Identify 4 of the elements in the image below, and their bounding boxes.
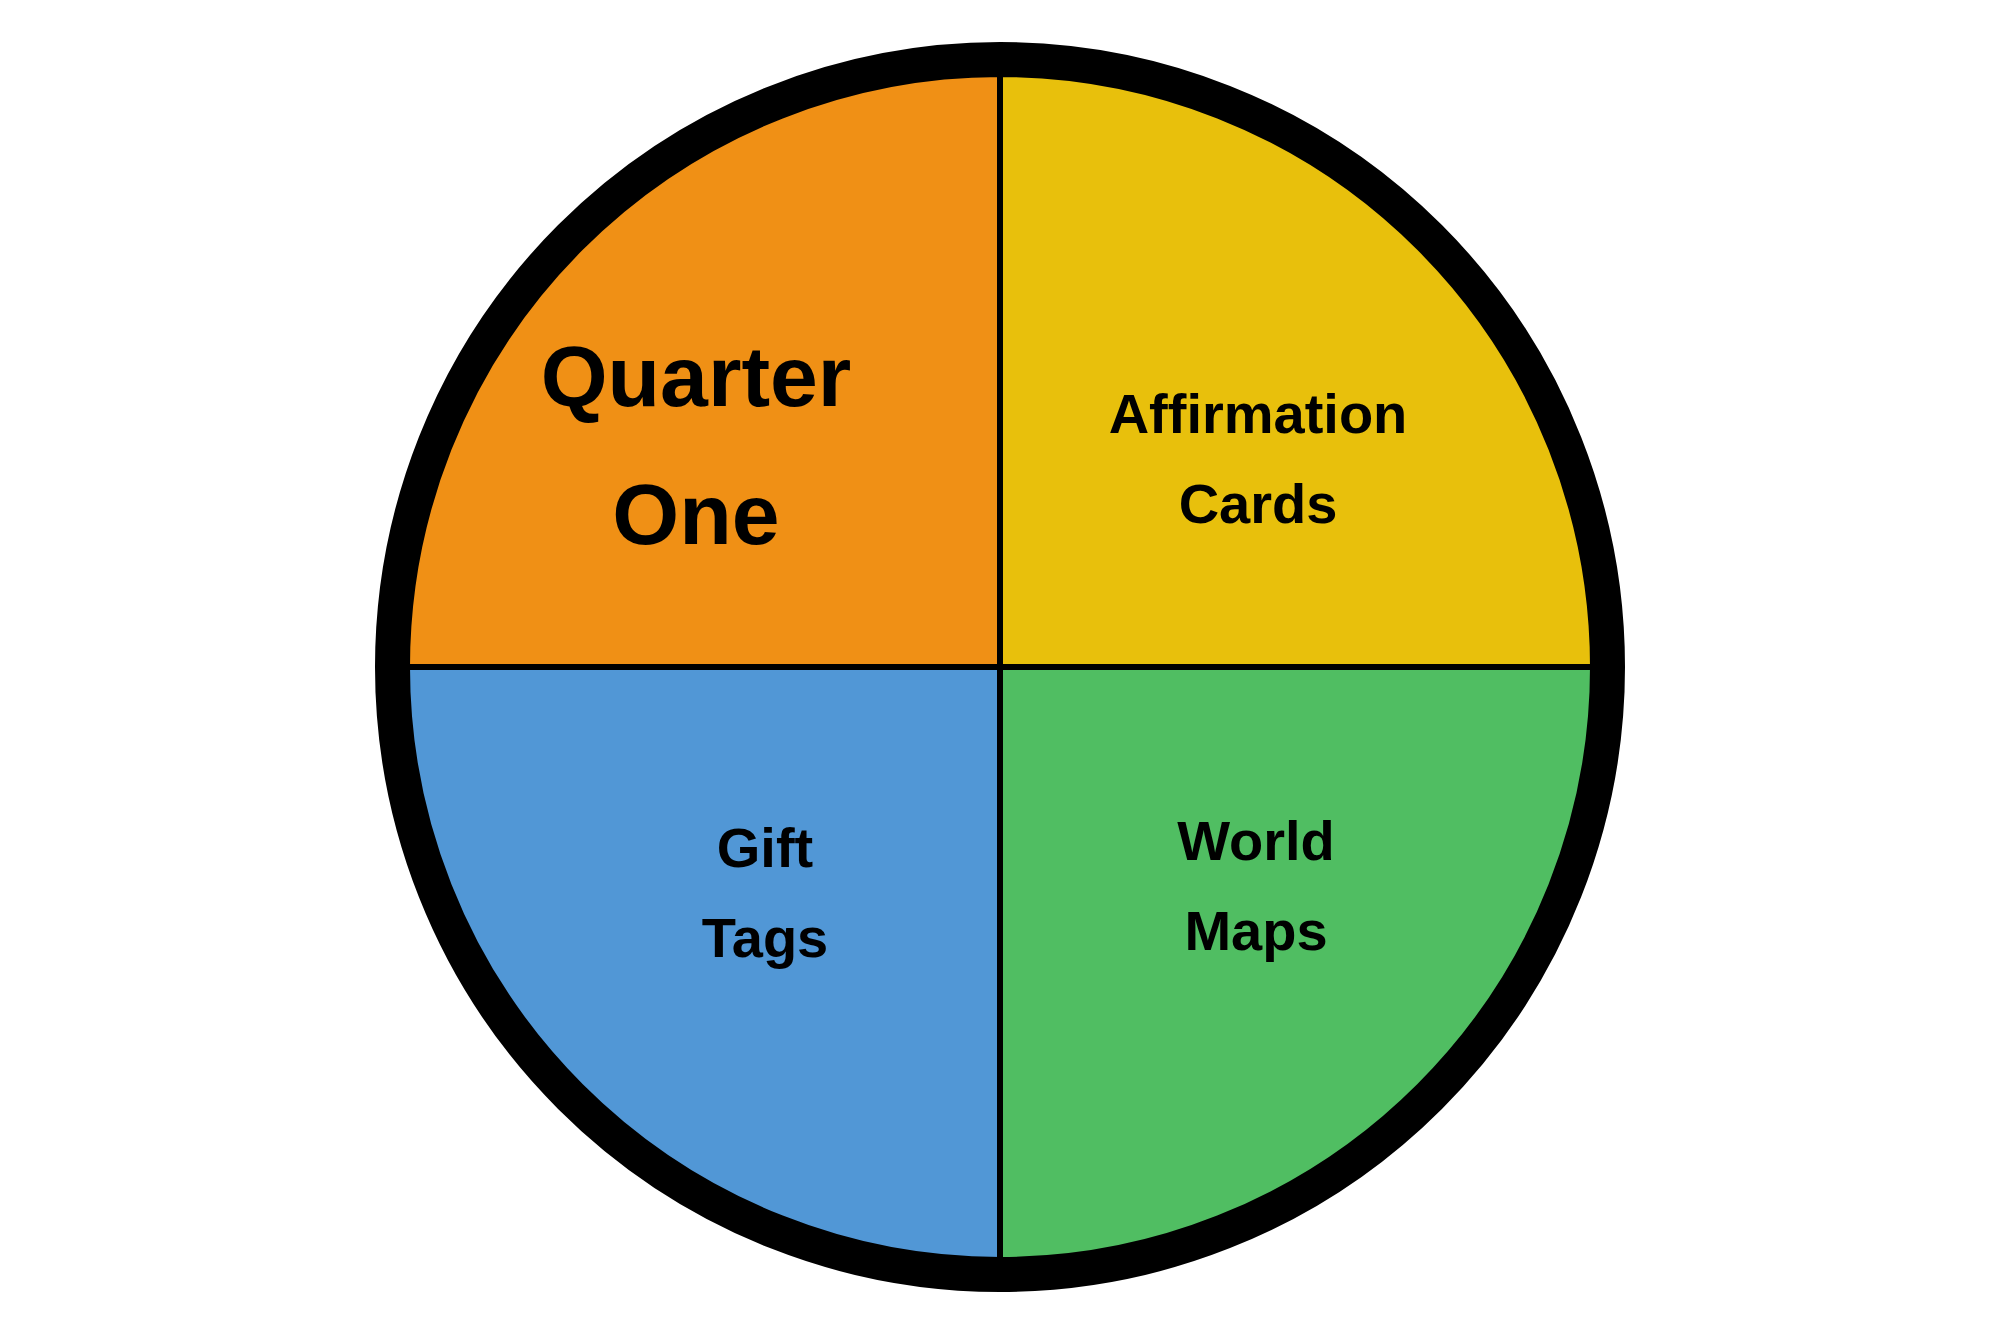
quadrant-label: Gift Tags	[700, 815, 830, 971]
quadrant-label: Quarter One	[539, 327, 853, 564]
quadrant-label: World Maps	[1176, 808, 1336, 964]
quadrant-label: Affirmation Cards	[1107, 381, 1409, 537]
